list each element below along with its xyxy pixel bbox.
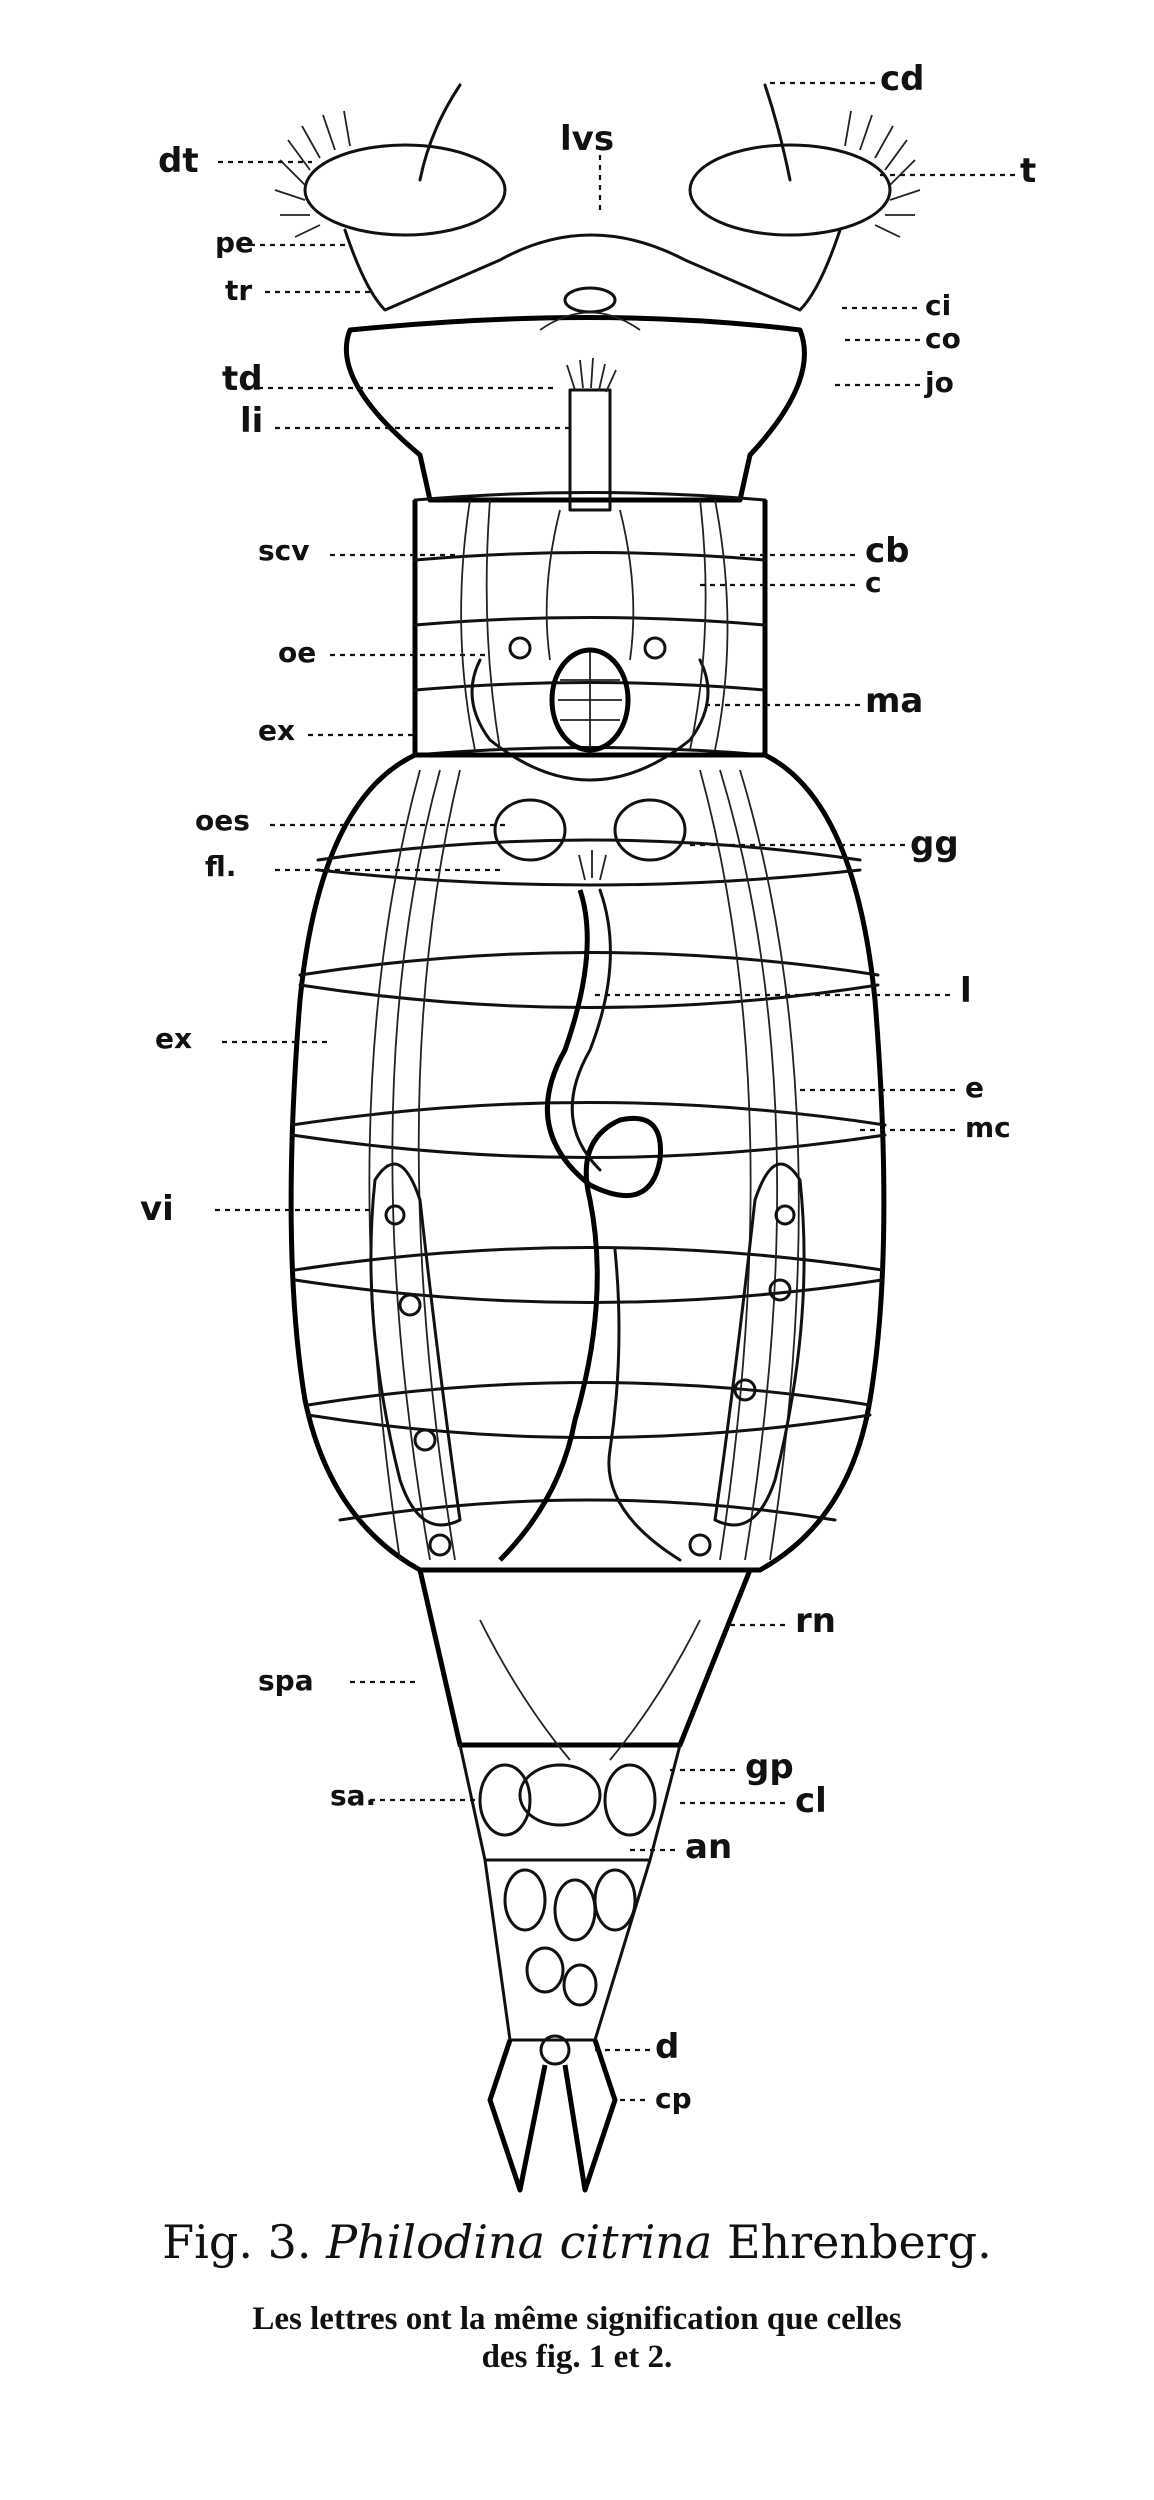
label-cl: cl xyxy=(795,1781,827,1821)
labels-left: dt pe tr td li scv oe ex oes fl. ex vi s… xyxy=(140,141,376,1812)
label-oe: oe xyxy=(278,636,316,669)
leader-lines xyxy=(215,81,1015,2102)
label-gp: gp xyxy=(745,1747,794,1787)
label-tr: tr xyxy=(225,274,252,307)
label-e: e xyxy=(965,1071,984,1104)
label-gg: gg xyxy=(910,824,959,864)
label-t: t xyxy=(1020,151,1036,191)
figure-caption-note: Les lettres ont la même signification qu… xyxy=(0,2300,1154,2376)
label-td: td xyxy=(222,359,263,399)
trunk xyxy=(288,752,887,1573)
label-ex-lower: ex xyxy=(155,1022,192,1055)
label-ci: ci xyxy=(925,289,951,322)
label-jo: jo xyxy=(924,366,954,399)
label-cd: cd xyxy=(880,59,925,99)
label-d: d xyxy=(655,2027,679,2067)
label-cb: cb xyxy=(865,531,910,571)
label-co: co xyxy=(925,322,961,355)
label-pe: pe xyxy=(215,226,254,259)
neck xyxy=(412,491,768,782)
label-oes: oes xyxy=(195,804,250,837)
caption-fig-number: Fig. 3. xyxy=(162,2215,312,2269)
label-fl: fl. xyxy=(205,850,236,883)
label-li: li xyxy=(240,401,263,441)
caption-species: Philodina citrina xyxy=(326,2215,713,2269)
label-an: an xyxy=(685,1827,732,1867)
label-scv: scv xyxy=(258,534,310,567)
label-spa: spa xyxy=(258,1664,314,1697)
label-cp: cp xyxy=(655,2082,692,2115)
figure-caption-title: Fig. 3. Philodina citrina Ehrenberg. xyxy=(0,2215,1154,2269)
foot xyxy=(417,1569,753,2193)
label-sa: sa. xyxy=(330,1779,376,1812)
label-lvs: lvs xyxy=(560,119,614,159)
labels-right: cd t ci co jo cb c ma gg l e mc rn gp cl… xyxy=(655,59,1036,2115)
label-l: l xyxy=(960,971,972,1011)
label-dt: dt xyxy=(158,141,199,181)
label-c: c xyxy=(865,566,882,599)
caption-author: Ehrenberg. xyxy=(726,2215,992,2269)
label-mc: mc xyxy=(965,1111,1011,1144)
caption-note-line2: des fig. 1 et 2. xyxy=(481,2339,673,2375)
label-rn: rn xyxy=(795,1601,836,1641)
label-ex-upper: ex xyxy=(258,714,295,747)
caption-note-line1: Les lettres ont la même signification qu… xyxy=(252,2301,902,2337)
label-ma: ma xyxy=(865,681,923,721)
corona xyxy=(274,83,921,512)
label-vi: vi xyxy=(140,1189,174,1229)
